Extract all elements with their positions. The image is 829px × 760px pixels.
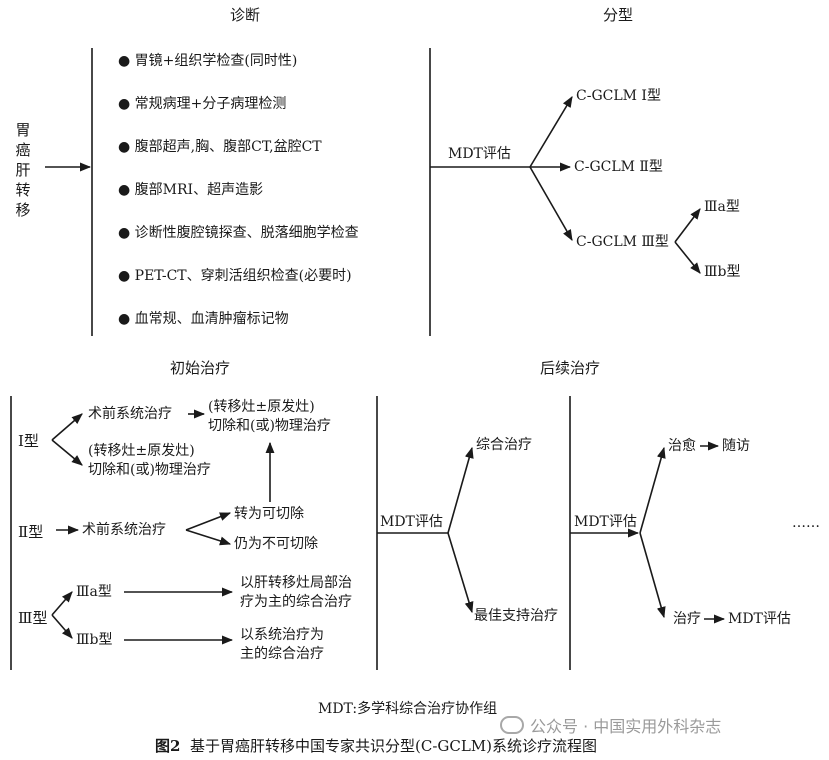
initial-treatment-title: 初始治疗 — [170, 359, 231, 377]
subtype-title: 分型 — [603, 6, 634, 24]
type1-label: Ⅰ型 — [18, 432, 39, 450]
list-item: ● 腹部超声,胸、腹部CT,盆腔CT — [118, 139, 322, 155]
type1-direct-line2: 切除和(或)物理治疗 — [88, 462, 211, 478]
type1-preop-result-line1: (转移灶±原发灶) — [208, 399, 315, 415]
branch-type1 — [529, 96, 573, 168]
subtype-3b-label: Ⅲb型 — [704, 264, 741, 280]
type3a-result-line1: 以肝转移灶局部治 — [240, 575, 352, 591]
type1-direct-line1: (转移灶±原发灶) — [88, 443, 195, 459]
comprehensive-treatment: 综合治疗 — [476, 437, 532, 453]
subtype-3a-label: Ⅲa型 — [704, 199, 740, 215]
branch-3a — [674, 208, 701, 243]
type1-preop-result-line2: 切除和(或)物理治疗 — [208, 418, 331, 434]
treatment-label: 治疗 — [673, 611, 701, 627]
watermark: 公众号 · 中国实用外科杂志 — [500, 716, 721, 736]
diagnosis-title: 诊断 — [230, 6, 261, 24]
followup-treatment-title: 后续治疗 — [540, 359, 601, 377]
type3a-result-line2: 疗为主的综合治疗 — [240, 594, 352, 610]
mdt-label-middle: MDT评估 — [380, 514, 443, 530]
caption-text: 基于胃癌肝转移中国专家共识分型(C-GCLM)系统诊疗流程图 — [189, 737, 598, 755]
best-supportive-care: 最佳支持治疗 — [474, 608, 558, 624]
figure-caption: 图2 基于胃癌肝转移中国专家共识分型(C-GCLM)系统诊疗流程图 — [155, 737, 597, 755]
list-item: ● PET-CT、穿刺活组织检查(必要时) — [118, 268, 352, 284]
type2-preop: 术前系统治疗 — [82, 522, 166, 538]
wechat-icon — [500, 716, 524, 734]
list-item: ● 诊断性腹腔镜探查、脱落细胞学检查 — [118, 225, 359, 241]
list-item: ● 腹部MRI、超声造影 — [118, 182, 264, 198]
type3-label: Ⅲ型 — [18, 609, 48, 627]
type-2-label: C-GCLM Ⅱ型 — [574, 159, 663, 175]
ellipsis: …… — [792, 515, 820, 531]
list-item: ● 胃镜+组织学检查(同时性) — [118, 53, 298, 69]
type3b-label: Ⅲb型 — [76, 632, 113, 648]
type2-resectable: 转为可切除 — [234, 506, 304, 522]
type1-preop: 术前系统治疗 — [88, 406, 172, 422]
branch-3b — [674, 241, 701, 274]
list-item: ● 血常规、血清肿瘤标记物 — [118, 311, 289, 327]
branch-type3 — [529, 166, 573, 241]
type2-label: Ⅱ型 — [18, 523, 44, 541]
cure-label: 治愈 — [668, 438, 696, 454]
type3b-result-line1: 以系统治疗为 — [240, 627, 324, 643]
caption-label: 图2 — [155, 737, 181, 755]
type-3-label: C-GCLM Ⅲ型 — [576, 234, 669, 250]
left-label: 胃癌肝转移 — [15, 121, 31, 219]
followup-visit-label: 随访 — [722, 438, 750, 454]
type-1-label: C-GCLM Ⅰ型 — [576, 88, 661, 104]
type3b-result-line2: 主的综合治疗 — [240, 646, 324, 662]
footnote: MDT:多学科综合治疗协作组 — [318, 701, 498, 717]
type2-unresectable: 仍为不可切除 — [234, 536, 318, 552]
mdt-label-far-right: MDT评估 — [728, 611, 791, 627]
mdt-label-right: MDT评估 — [574, 514, 637, 530]
mdt-label-top: MDT评估 — [448, 146, 511, 162]
type3a-label: Ⅲa型 — [76, 584, 112, 600]
list-item: ● 常规病理+分子病理检测 — [118, 96, 287, 112]
